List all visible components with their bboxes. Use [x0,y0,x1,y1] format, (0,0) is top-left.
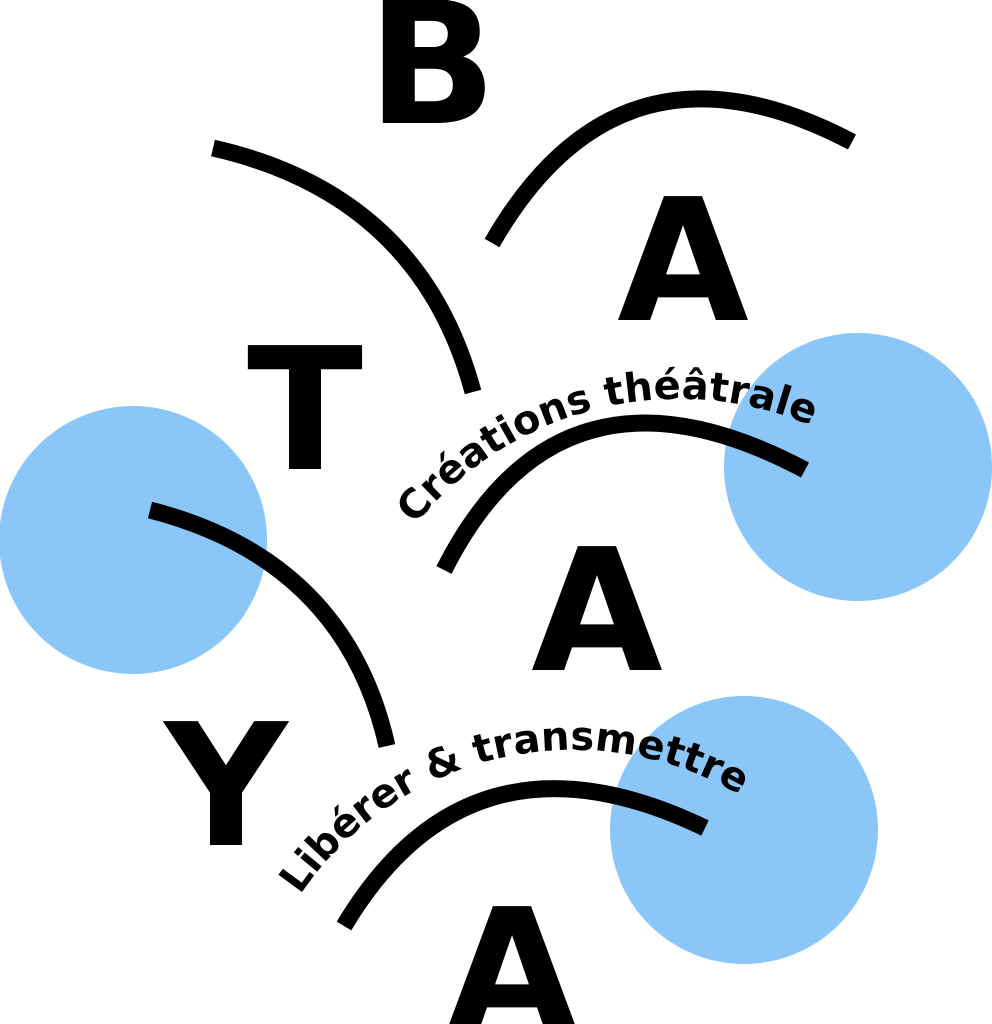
letter-a-third: A [446,873,578,1024]
decorative-circles [0,333,992,964]
letter-b: B [367,0,497,164]
wordmark: B A T A Y A [162,0,748,1024]
letter-y: Y [162,688,289,886]
letter-a-first: A [617,163,749,361]
arc-bottom [336,780,709,931]
circle-right-bottom [610,696,878,964]
arc-left-bottom [147,501,396,748]
decorative-arcs [147,90,856,931]
circle-right-top [724,333,992,601]
arc-left-top [211,139,482,395]
letter-t: T [247,312,363,510]
arc-right-top [484,90,856,248]
circle-left [0,406,267,674]
arc-middle [436,414,809,574]
letter-a-second: A [531,513,663,711]
